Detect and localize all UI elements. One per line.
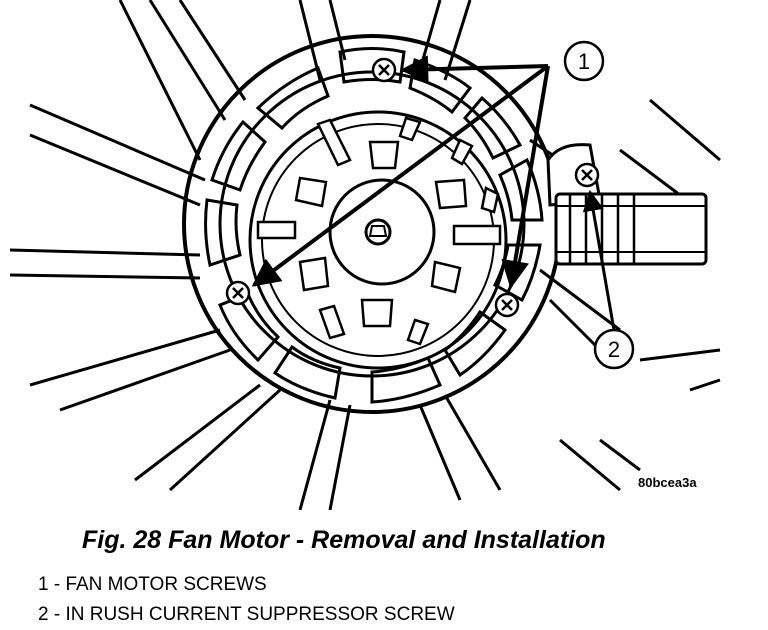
legend-item: 1 - FAN MOTOR SCREWS xyxy=(38,574,267,595)
fan-motor-diagram: 1 2 80bcea3a xyxy=(9,0,721,510)
callout-2: 2 xyxy=(593,328,635,370)
fan-motor-screw-left xyxy=(225,280,251,306)
image-code: 80bcea3a xyxy=(638,475,697,490)
suppressor-screw xyxy=(574,162,600,188)
motor-tabs xyxy=(256,116,502,346)
suppressor-connector xyxy=(546,143,708,266)
callout-1-label: 1 xyxy=(578,49,590,74)
fan-motor-screw-top xyxy=(371,57,397,83)
fan-motor-screw-right xyxy=(494,292,520,318)
callout-1: 1 xyxy=(563,40,605,82)
callout-arrows xyxy=(251,55,616,331)
legend-item: 2 - IN RUSH CURRENT SUPPRESSOR SCREW xyxy=(38,604,455,625)
figure-caption: Fig. 28 Fan Motor - Removal and Installa… xyxy=(82,526,606,554)
callout-2-label: 2 xyxy=(608,337,620,362)
legend-list: 1 - FAN MOTOR SCREWS 2 - IN RUSH CURRENT… xyxy=(38,570,455,630)
